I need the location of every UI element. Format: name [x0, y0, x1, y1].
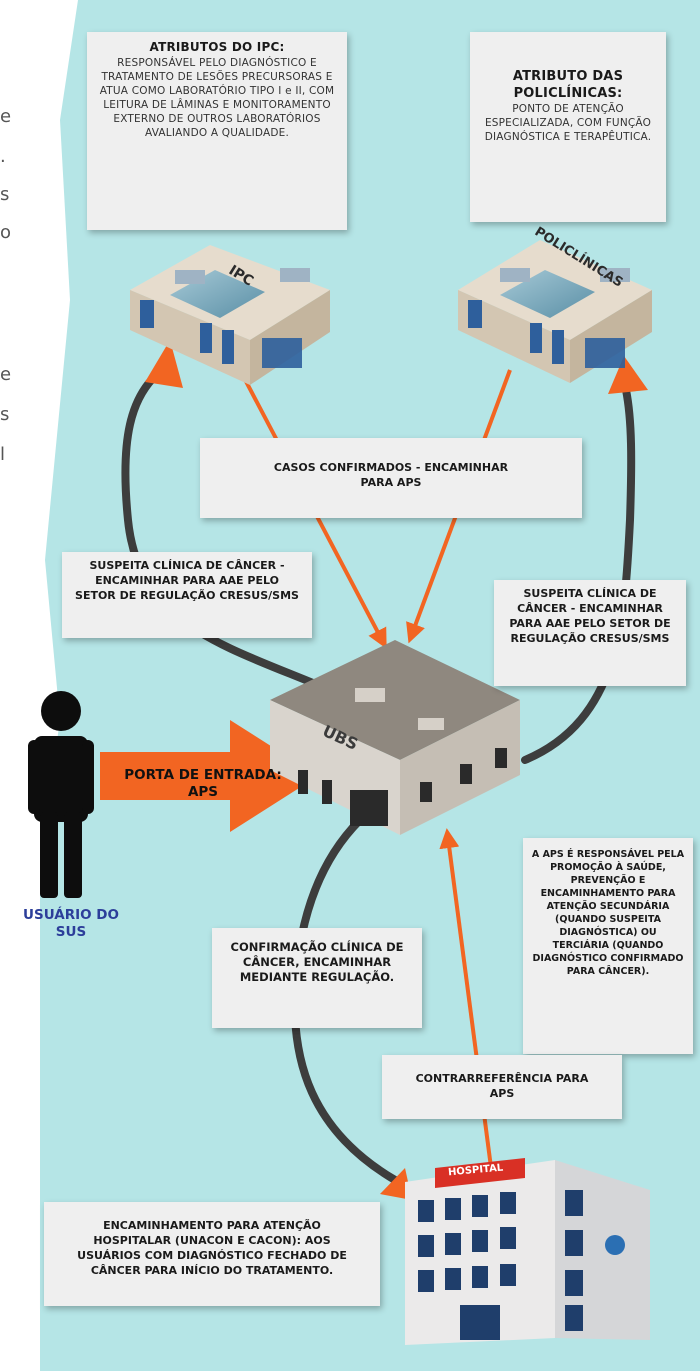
aps-responsavel-text: A APS É RESPONSÁVEL PELA PROMOÇÃO À SAÚD… — [531, 849, 685, 977]
left-fragment: s — [0, 404, 10, 425]
user-label: USUÁRIO DO SUS — [23, 907, 119, 940]
suspeita-left-box: SUSPEITA CLÍNICA DE CÂNCER - ENCAMINHAR … — [62, 552, 312, 638]
connector-ipc-arrowhead — [145, 340, 183, 388]
entry-arrow-label: PORTA DE ENTRADA: APS — [124, 767, 282, 800]
ipc-building — [130, 245, 330, 385]
left-fragment: e — [0, 364, 12, 385]
policlinicas-attributes-body: PONTO DE ATENÇÃO ESPECIALIZADA, COM FUNÇ… — [484, 103, 652, 143]
hospitalar-box: ENCAMINHAMENTO PARA ATENÇÃO HOSPITALAR (… — [44, 1202, 380, 1306]
hospitalar-text: ENCAMINHAMENTO PARA ATENÇÃO HOSPITALAR (… — [77, 1219, 347, 1277]
contrarreferencia-text: CONTRARREFERÊNCIA PARA APS — [415, 1072, 589, 1100]
hospital-building — [405, 1158, 650, 1345]
user-silhouette — [28, 691, 94, 898]
entry-arrow-shape — [100, 720, 318, 832]
ipc-attributes-box: ATRIBUTOS DO IPC: RESPONSÁVEL PELO DIAGN… — [87, 32, 347, 230]
left-fragment: o — [0, 222, 12, 243]
casos-confirmados-text: CASOS CONFIRMADOS - ENCAMINHAR PARA APS — [273, 461, 509, 489]
left-fragment: l — [0, 444, 6, 465]
ubs-building — [270, 640, 520, 835]
confirmacao-box: CONFIRMAÇÃO CLÍNICA DE CÂNCER, ENCAMINHA… — [212, 928, 422, 1028]
policlinicas-building — [458, 240, 652, 383]
connector-policlinicas-arrowhead — [608, 356, 648, 394]
suspeita-right-text: SUSPEITA CLÍNICA DE CÂNCER - ENCAMINHAR … — [509, 587, 671, 645]
left-fragment: . — [0, 146, 6, 167]
suspeita-left-text: SUSPEITA CLÍNICA DE CÂNCER - ENCAMINHAR … — [75, 559, 299, 602]
casos-confirmados-box: CASOS CONFIRMADOS - ENCAMINHAR PARA APS — [200, 438, 582, 518]
policlinicas-attributes-box: ATRIBUTO DAS POLICLÍNICAS: PONTO DE ATEN… — [470, 32, 666, 222]
ipc-attributes-body: RESPONSÁVEL PELO DIAGNÓSTICO E TRATAMENT… — [99, 57, 335, 139]
connector-hospital-arrowhead — [380, 1168, 412, 1200]
aps-responsavel-box: A APS É RESPONSÁVEL PELA PROMOÇÃO À SAÚD… — [523, 838, 693, 1054]
ipc-attributes-title: ATRIBUTOS DO IPC: — [149, 40, 285, 54]
connector-ubs-to-policlinicas — [521, 386, 636, 764]
left-fragment: s — [0, 184, 10, 205]
contrarreferencia-box: CONTRARREFERÊNCIA PARA APS — [382, 1055, 622, 1119]
suspeita-right-box: SUSPEITA CLÍNICA DE CÂNCER - ENCAMINHAR … — [494, 580, 686, 686]
confirmacao-text: CONFIRMAÇÃO CLÍNICA DE CÂNCER, ENCAMINHA… — [230, 940, 404, 984]
policlinicas-attributes-title: ATRIBUTO DAS POLICLÍNICAS: — [512, 69, 624, 101]
left-fragment: e — [0, 106, 12, 127]
